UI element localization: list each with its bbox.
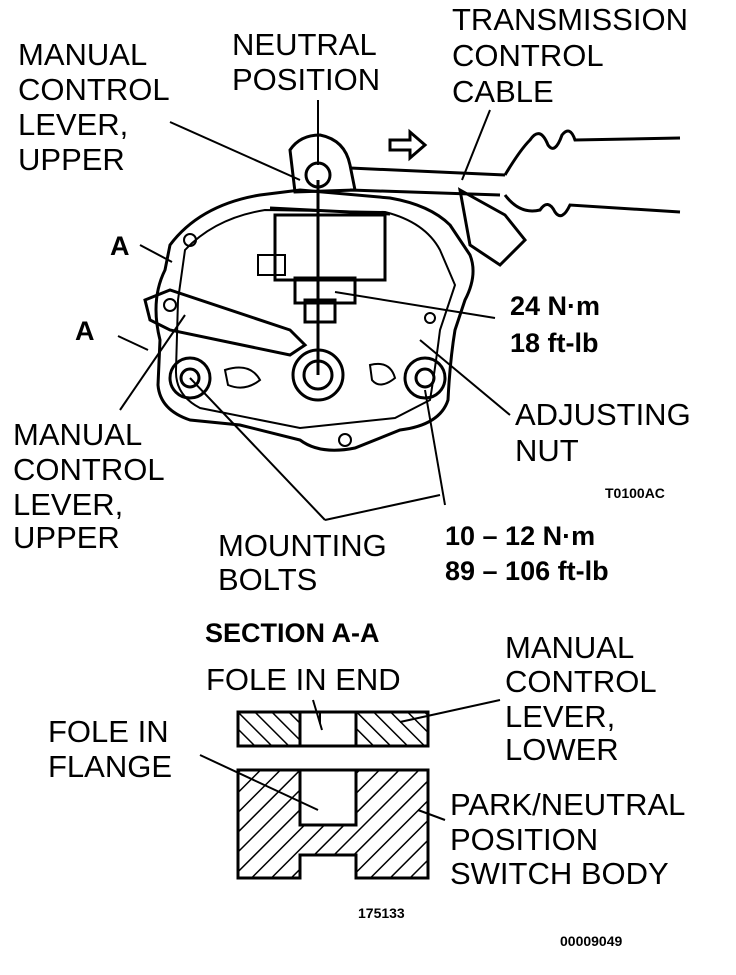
svg-text:10 – 12 N·m: 10 – 12 N·m: [445, 521, 595, 551]
svg-text:MANUAL: MANUAL: [13, 417, 142, 452]
label-manual-lever-upper-bottom: MANUAL CONTROL LEVER, UPPER: [13, 417, 165, 555]
svg-text:UPPER: UPPER: [18, 142, 125, 177]
section-mark-a-top: A: [110, 231, 130, 261]
svg-text:POSITION: POSITION: [232, 62, 380, 97]
svg-text:CONTROL: CONTROL: [13, 452, 165, 487]
svg-text:CONTROL: CONTROL: [18, 72, 170, 107]
label-neutral-position: NEUTRAL POSITION: [232, 27, 380, 97]
svg-text:UPPER: UPPER: [13, 520, 120, 555]
label-mounting-bolts: MOUNTING BOLTS: [218, 528, 387, 597]
switch-assembly-illustration: [143, 128, 681, 452]
label-torque-bolts: 10 – 12 N·m 89 – 106 ft-lb: [445, 521, 609, 586]
svg-text:POSITION: POSITION: [450, 822, 598, 857]
svg-text:MOUNTING: MOUNTING: [218, 528, 387, 563]
svg-text:ADJUSTING: ADJUSTING: [515, 397, 691, 432]
section-title: SECTION A-A: [205, 618, 380, 648]
svg-text:18 ft-lb: 18 ft-lb: [510, 328, 599, 358]
section-a-a-illustration: [199, 699, 501, 880]
svg-text:FLANGE: FLANGE: [48, 749, 172, 784]
svg-text:TRANSMISSION: TRANSMISSION: [452, 2, 688, 37]
svg-text:NUT: NUT: [515, 433, 579, 468]
svg-text:PARK/NEUTRAL: PARK/NEUTRAL: [450, 787, 685, 822]
svg-text:LEVER,: LEVER,: [18, 107, 128, 142]
label-switch-body: PARK/NEUTRAL POSITION SWITCH BODY: [450, 787, 685, 891]
figure-code-top: T0100AC: [605, 485, 665, 501]
svg-text:89 – 106 ft-lb: 89 – 106 ft-lb: [445, 556, 609, 586]
label-hole-in-flange: FOLE IN FLANGE: [48, 714, 172, 784]
svg-text:LOWER: LOWER: [505, 732, 619, 767]
leader-lines: [117, 100, 511, 521]
svg-text:CONTROL: CONTROL: [505, 664, 657, 699]
svg-text:BOLTS: BOLTS: [218, 562, 317, 597]
figure-code-mid: 175133: [358, 905, 405, 921]
svg-text:FOLE IN: FOLE IN: [48, 714, 169, 749]
svg-text:MANUAL: MANUAL: [505, 630, 634, 665]
label-torque-nut: 24 N·m 18 ft-lb: [510, 291, 600, 358]
figure-code-bottom: 00009049: [560, 933, 623, 949]
label-transmission-cable: TRANSMISSION CONTROL CABLE: [452, 2, 688, 109]
label-manual-lever-lower: MANUAL CONTROL LEVER, LOWER: [505, 630, 657, 767]
svg-text:MANUAL: MANUAL: [18, 37, 147, 72]
svg-text:SWITCH BODY: SWITCH BODY: [450, 856, 669, 891]
label-adjusting-nut: ADJUSTING NUT: [515, 397, 691, 468]
section-mark-a-bottom: A: [75, 316, 95, 346]
svg-text:CONTROL: CONTROL: [452, 38, 604, 73]
svg-text:NEUTRAL: NEUTRAL: [232, 27, 377, 62]
svg-text:LEVER,: LEVER,: [13, 487, 123, 522]
label-hole-in-end: FOLE IN END: [206, 662, 401, 697]
svg-text:CABLE: CABLE: [452, 74, 554, 109]
svg-text:24 N·m: 24 N·m: [510, 291, 600, 321]
svg-text:LEVER,: LEVER,: [505, 699, 615, 734]
label-manual-lever-upper-top: MANUAL CONTROL LEVER, UPPER: [18, 37, 170, 177]
